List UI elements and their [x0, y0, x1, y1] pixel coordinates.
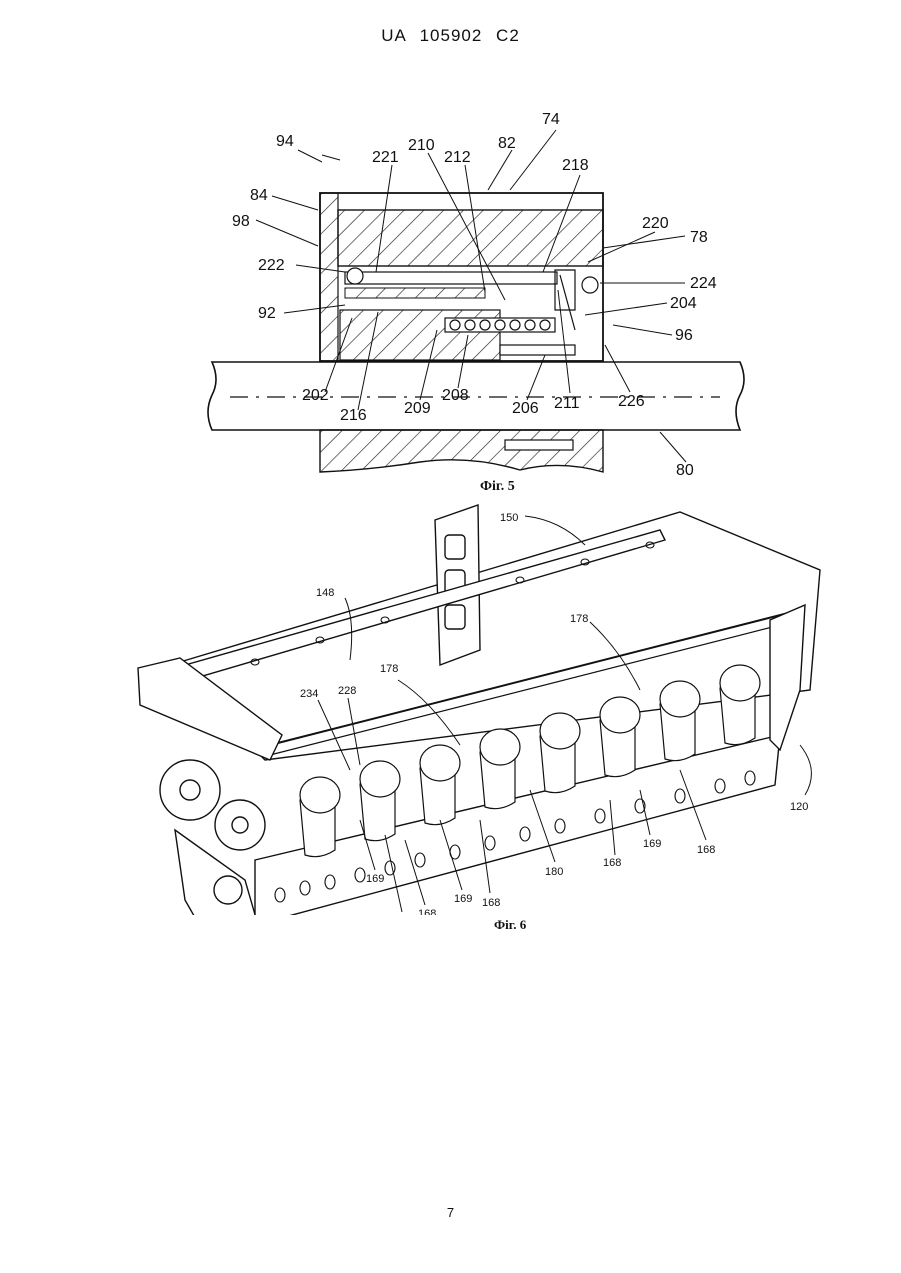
label-169-left: 169	[366, 873, 384, 885]
housing-section	[320, 193, 603, 361]
label-169-right: 169	[643, 838, 661, 850]
label-84: 84	[250, 187, 268, 204]
label-211: 211	[554, 395, 580, 412]
figure-6-caption: Фіг. 6	[494, 917, 526, 933]
label-82: 82	[498, 135, 516, 152]
label-92: 92	[258, 305, 276, 322]
shaft-80	[208, 362, 744, 430]
label-209: 209	[404, 400, 431, 417]
label-208: 208	[442, 387, 469, 404]
label-178-left: 178	[380, 663, 398, 675]
label-178-right: 178	[570, 613, 588, 625]
label-168-left: 168	[418, 908, 436, 915]
figure-6-drawing: 150 148 178 178 234 228 120 169 168 168 …	[0, 495, 901, 915]
label-78: 78	[690, 229, 708, 246]
figure-5-drawing: 94 74 82 221 210 212 218 84 98 220 78 22…	[0, 100, 901, 480]
label-222: 222	[258, 257, 285, 274]
label-168-center: 168	[482, 897, 500, 909]
label-212: 212	[444, 149, 471, 166]
label-202: 202	[302, 387, 329, 404]
label-80: 80	[676, 462, 694, 479]
label-74: 74	[542, 111, 560, 128]
seed-meter-assembly	[138, 505, 820, 915]
label-204: 204	[670, 295, 697, 312]
label-216: 216	[340, 407, 367, 424]
label-180: 180	[545, 866, 563, 878]
label-224: 224	[690, 275, 717, 292]
label-148: 148	[316, 587, 334, 599]
label-234: 234	[300, 688, 318, 700]
label-150: 150	[500, 512, 518, 524]
label-218: 218	[562, 157, 589, 174]
label-98: 98	[232, 213, 250, 230]
label-210: 210	[408, 137, 435, 154]
figure-5-caption: Фіг. 5	[480, 479, 515, 495]
label-206: 206	[512, 400, 539, 417]
label-220: 220	[642, 215, 669, 232]
page-number: 7	[0, 1205, 901, 1220]
label-94: 94	[276, 133, 294, 150]
label-226: 226	[618, 393, 645, 410]
label-168-mid: 168	[603, 857, 621, 869]
label-96: 96	[675, 327, 693, 344]
housing-lower-section	[320, 430, 603, 472]
document-id-header: UA 105902 C2	[0, 26, 901, 46]
label-169-mid: 169	[454, 893, 472, 905]
label-168-right: 168	[697, 844, 715, 856]
label-120: 120	[790, 801, 808, 813]
label-221: 221	[372, 149, 399, 166]
label-228: 228	[338, 685, 356, 697]
